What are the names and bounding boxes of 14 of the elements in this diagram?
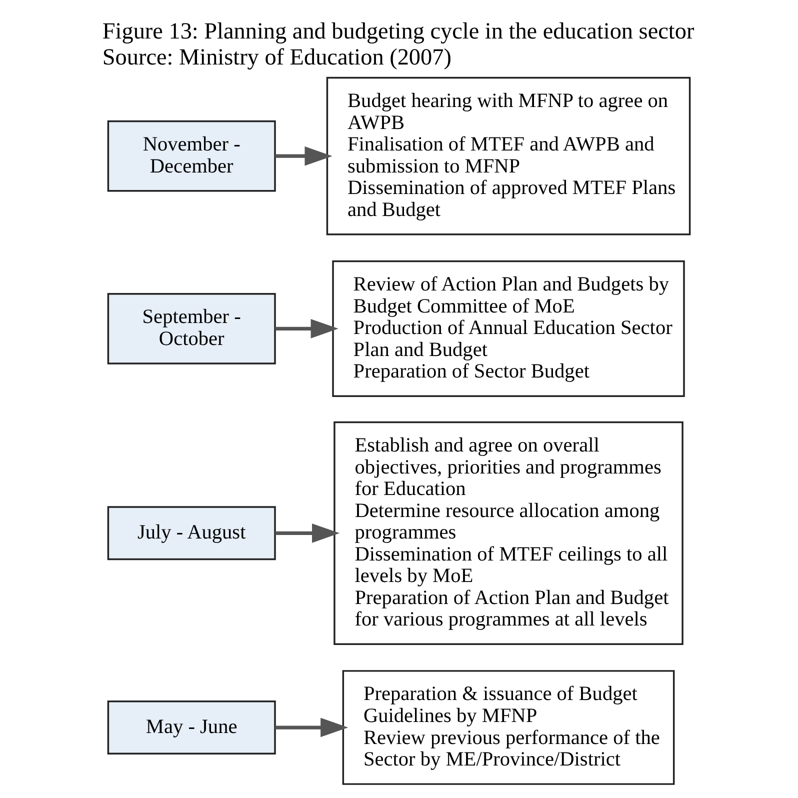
node-box: Budget hearing with MFNP to agree on AWPB Finalisation of MTEF and AWPB and submission to MFNP Dissemination of approved MTEF Plans and Budget	[326, 76, 691, 236]
node-box: September - October	[107, 292, 276, 364]
caption: Source: Ministry of Education (2007)	[102, 44, 452, 70]
node-box: May - June	[107, 700, 276, 754]
node-box: November - December	[107, 120, 276, 192]
node-box: Establish and agree on overall objectives, priorities and programmes for Education Determine resource allocation among programmes Dissemination of MTEF ceilings to all levels by MoE Preparation of Action Plan and Budget for various programmes at all levels	[334, 421, 684, 645]
diagram-title: Figure 13: Planning and budgeting cycle in the education sector	[102, 18, 694, 44]
node-box: Review of Action Plan and Budgets by Budget Committee of MoE Production of Annual Education Sector Plan and Budget Preparation of Sector Budget	[332, 260, 685, 397]
arrow	[275, 146, 332, 166]
arrow	[275, 718, 348, 738]
node-box: July - August	[107, 506, 276, 560]
node-box: Preparation & issuance of Budget Guidelines by MFNP Review previous performance of the Sector by ME/Province/District	[342, 670, 675, 785]
arrow	[275, 319, 338, 338]
arrow	[275, 524, 340, 543]
